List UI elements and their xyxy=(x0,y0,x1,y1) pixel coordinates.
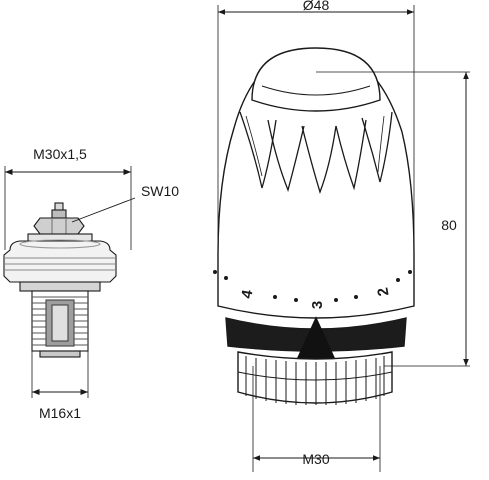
adapter-outer-thread-label: M30x1,5 xyxy=(33,146,87,162)
dial-mark-3: 3 xyxy=(309,301,326,309)
height-label: 80 xyxy=(441,217,457,233)
sw10-leader-line xyxy=(71,197,136,223)
knurled-union-nut xyxy=(237,351,393,404)
dial-scale-dots xyxy=(213,270,412,302)
thermostat-crown-cap xyxy=(251,47,381,112)
dial-mark-4: 4 xyxy=(238,288,256,300)
knurling-lines xyxy=(245,356,385,405)
adapter-inner-thread-label: M16x1 xyxy=(39,405,81,421)
diameter-label: Ø48 xyxy=(303,0,330,13)
connection-thread-label: M30 xyxy=(302,451,329,467)
adapter-flange xyxy=(3,240,117,283)
thermostat-head xyxy=(213,5,470,472)
spindle-wrench-label: SW10 xyxy=(141,183,179,199)
valve-adapter xyxy=(3,166,136,398)
thermostat-body xyxy=(217,71,415,319)
dial-mark-2: 2 xyxy=(374,286,392,297)
grip-ribs xyxy=(239,111,393,194)
